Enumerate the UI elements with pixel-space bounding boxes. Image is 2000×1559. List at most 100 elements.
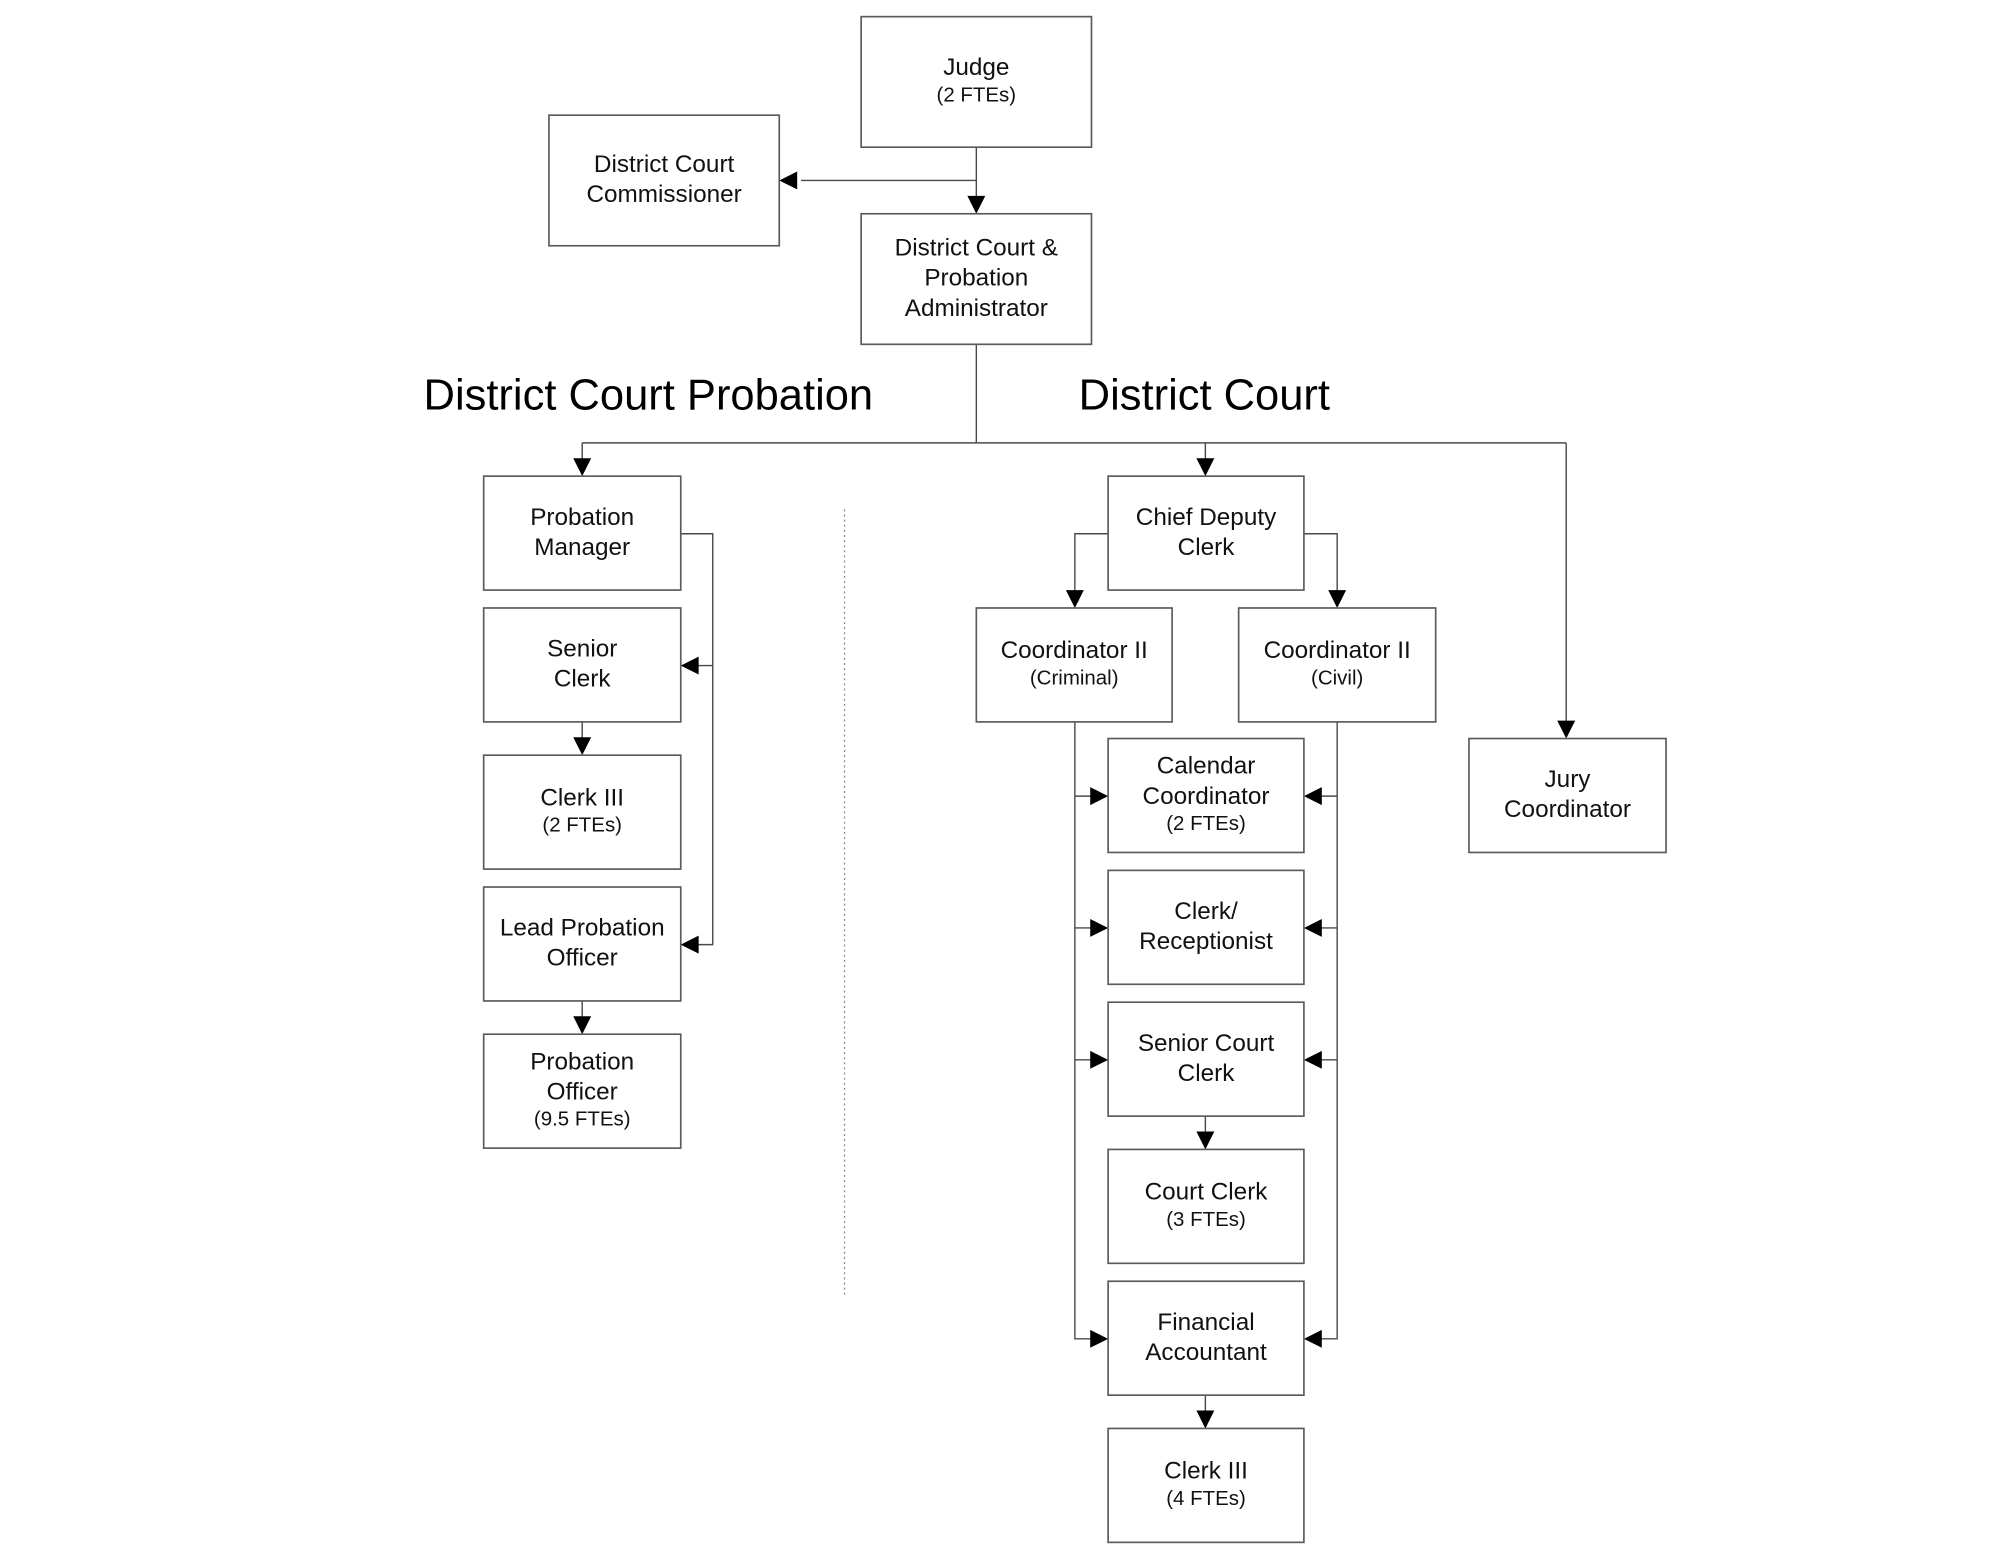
- arrowhead-icon: [573, 458, 592, 477]
- connector-line: [1074, 721, 1092, 1340]
- connector-line: [1074, 533, 1109, 593]
- arrowhead-icon: [1090, 1050, 1109, 1069]
- org-node-box: [860, 212, 1093, 346]
- org-node-title: Clerk III: [1164, 1458, 1248, 1485]
- org-node-title: Clerk: [1178, 1060, 1236, 1087]
- org-node-title: Probation: [924, 265, 1028, 292]
- arrowhead-icon: [573, 737, 592, 756]
- arrowhead-icon: [1196, 1410, 1215, 1429]
- org-node-title: Coordinator: [1143, 783, 1270, 810]
- connector-line: [680, 533, 714, 946]
- org-node-box: [1107, 1001, 1305, 1117]
- org-node-title: Senior Court: [1138, 1030, 1275, 1057]
- org-node-court-clerk: Court Clerk(3 FTEs): [1107, 1148, 1305, 1265]
- arrowhead-icon: [1090, 787, 1109, 806]
- arrowhead-icon: [680, 935, 699, 954]
- org-node-box: [1107, 1280, 1305, 1396]
- arrowhead-icon: [1303, 1329, 1322, 1348]
- org-node-box: [1107, 1148, 1305, 1265]
- org-node-title: Probation: [530, 504, 634, 531]
- org-node-box: [482, 607, 682, 723]
- arrowhead-icon: [1303, 787, 1322, 806]
- arrowhead-icon: [1196, 1131, 1215, 1150]
- connector-lines: [581, 147, 1567, 1414]
- org-node-coordinator-criminal: Coordinator II(Criminal): [975, 607, 1173, 723]
- section-title-district-court: District Court: [1079, 372, 1330, 420]
- org-node-title: Clerk: [1178, 534, 1236, 561]
- org-node-title: Financial: [1157, 1309, 1254, 1336]
- org-node-title: Receptionist: [1139, 928, 1273, 955]
- org-node-box: [548, 114, 781, 247]
- org-node-box: [1468, 737, 1667, 854]
- arrowhead-icon: [967, 195, 986, 214]
- org-node-title: Officer: [547, 1078, 618, 1105]
- org-node-judge: Judge(2 FTEs): [860, 15, 1093, 149]
- org-node-title: District Court &: [895, 235, 1058, 262]
- arrowhead-icon: [1065, 590, 1084, 608]
- org-node-box: [482, 886, 682, 1002]
- connector-line: [1303, 533, 1338, 593]
- org-node-box: [860, 15, 1093, 149]
- org-node-title: District Court: [594, 151, 735, 178]
- org-node-title: Clerk: [554, 666, 612, 693]
- org-node-title: Manager: [534, 534, 630, 561]
- org-node-box: [975, 607, 1173, 723]
- org-node-subtitle: (Criminal): [1030, 666, 1119, 689]
- org-node-title: Commissioner: [586, 181, 741, 208]
- arrowhead-icon: [779, 171, 798, 190]
- org-node-subtitle: (3 FTEs): [1166, 1208, 1246, 1231]
- org-node-box: [482, 1033, 682, 1149]
- org-node-box: [1107, 869, 1305, 986]
- org-node-subtitle: (2 FTEs): [937, 83, 1017, 106]
- org-node-clerk-receptionist: Clerk/Receptionist: [1107, 869, 1305, 986]
- org-node-box: [1237, 607, 1437, 723]
- org-node-clerk-iii-court: Clerk III(4 FTEs): [1107, 1427, 1305, 1544]
- org-boxes: Judge(2 FTEs)District CourtCommissionerD…: [482, 15, 1667, 1544]
- org-node-title: Calendar: [1157, 753, 1256, 780]
- org-node-box: [1107, 475, 1305, 591]
- org-node-box: [482, 754, 682, 870]
- org-node-subtitle: (9.5 FTEs): [534, 1108, 631, 1131]
- org-node-title: Judge: [943, 54, 1009, 81]
- arrowhead-icon: [573, 1016, 592, 1035]
- org-node-box: [1107, 1427, 1305, 1544]
- org-node-title: Coordinator II: [1001, 637, 1148, 664]
- arrowhead-icon: [680, 656, 699, 675]
- org-node-title: Accountant: [1145, 1339, 1267, 1366]
- org-node-title: Court Clerk: [1145, 1179, 1269, 1206]
- org-node-box: [1107, 737, 1305, 854]
- org-node-title: Coordinator II: [1264, 637, 1411, 664]
- org-node-title: Clerk III: [540, 784, 624, 811]
- org-node-title: Officer: [547, 945, 618, 972]
- arrowhead-icon: [1328, 590, 1347, 608]
- org-node-box: [482, 475, 682, 591]
- org-node-title: Coordinator: [1504, 796, 1631, 823]
- org-node-title: Clerk/: [1174, 898, 1238, 925]
- org-node-title: Probation: [530, 1048, 634, 1075]
- org-node-subtitle: (2 FTEs): [542, 814, 622, 837]
- arrowhead-icon: [1090, 1329, 1109, 1348]
- org-node-subtitle: (Civil): [1311, 666, 1363, 689]
- org-node-title: Chief Deputy: [1136, 504, 1277, 531]
- arrowhead-icon: [1090, 919, 1109, 937]
- connector-line: [1320, 721, 1338, 1340]
- arrowhead-icon: [1303, 919, 1322, 937]
- org-node-title: Administrator: [905, 295, 1048, 322]
- org-node-subtitle: (2 FTEs): [1166, 812, 1246, 835]
- org-node-subtitle: (4 FTEs): [1166, 1487, 1246, 1510]
- org-node-title: Senior: [547, 636, 617, 663]
- org-node-title: Lead Probation: [500, 915, 665, 942]
- arrowhead-icon: [1196, 458, 1215, 477]
- org-node-title: Jury: [1545, 766, 1592, 793]
